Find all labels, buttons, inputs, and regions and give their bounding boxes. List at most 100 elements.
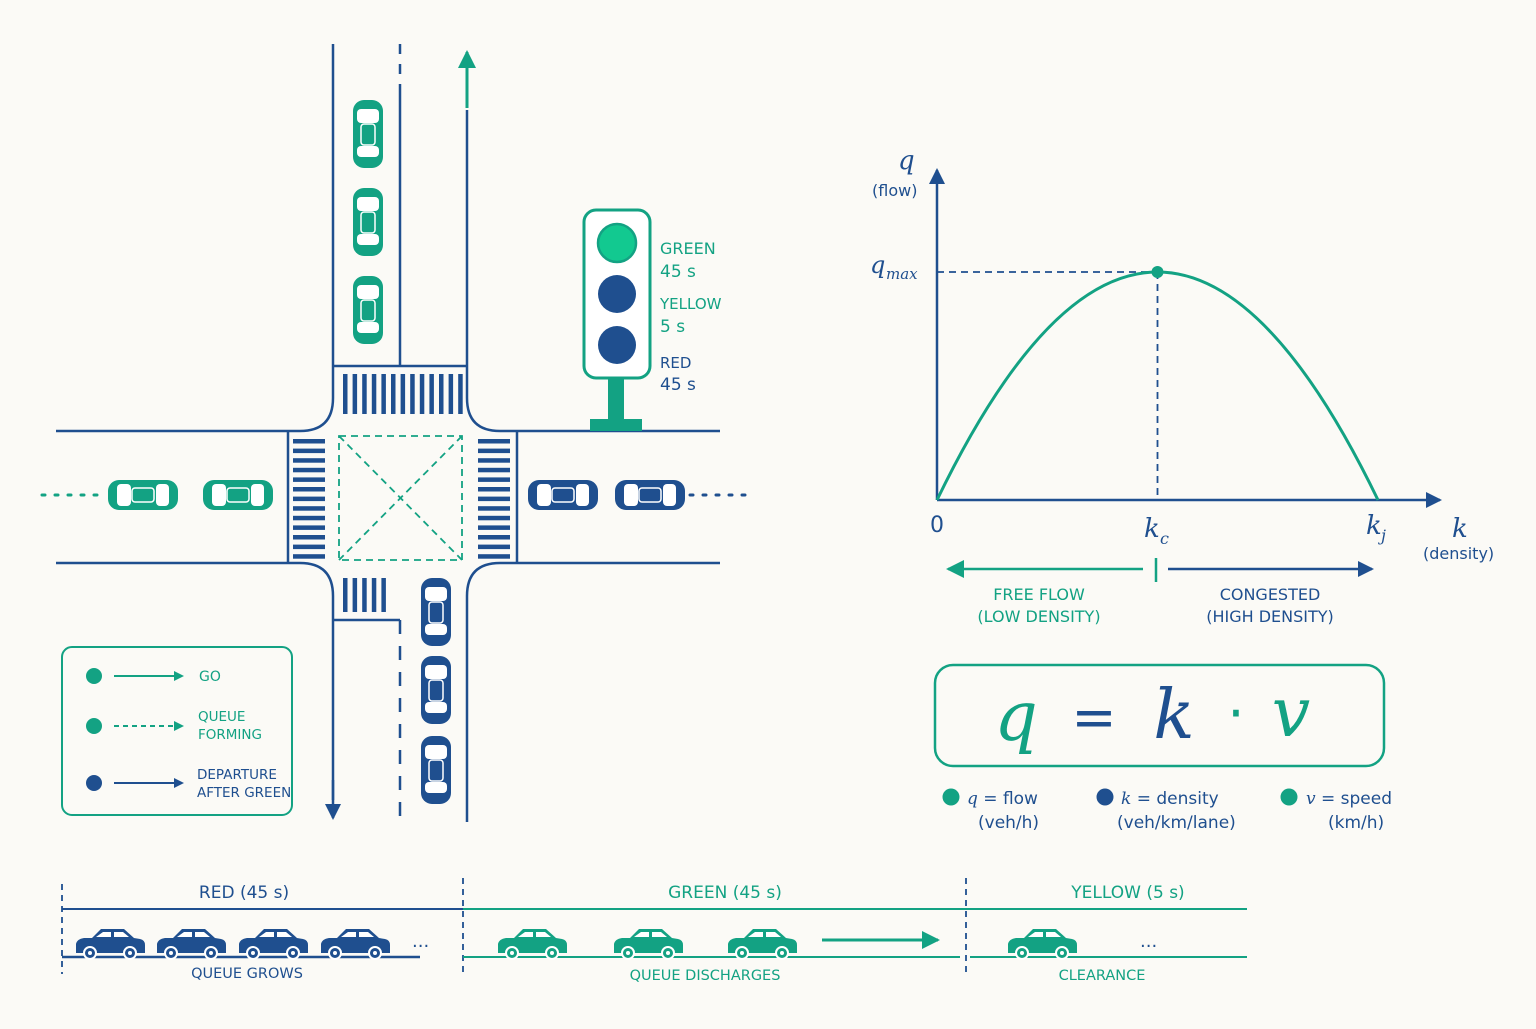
green-phase-caption: QUEUE DISCHARGES (630, 968, 781, 984)
density-dot (1096, 788, 1114, 806)
go-dot (86, 668, 102, 684)
free-flow-sublabel: (LOW DENSITY) (977, 607, 1100, 626)
crosswalk-stripe (478, 515, 510, 521)
speed-dot (1280, 788, 1298, 806)
crosswalk-stripe (343, 578, 348, 612)
road-edges (56, 44, 720, 822)
formula-q: q (994, 678, 1038, 757)
legend-queue-line2: FORMING (198, 727, 262, 743)
flow-definition: q = flow (967, 789, 1038, 809)
crosswalk-stripe (478, 496, 510, 502)
legend-go-label: GO (199, 669, 221, 685)
crosswalk-stripe (293, 467, 325, 473)
crosswalk-stripe (362, 374, 367, 414)
free-flow-label: FREE FLOW (993, 585, 1085, 604)
crosswalk-stripe (293, 506, 325, 511)
crosswalk-stripe (478, 439, 510, 444)
northbound-queue (352, 99, 384, 345)
formula-k: k (1153, 676, 1194, 755)
crosswalk-stripe (352, 374, 358, 414)
y-axis-label: (flow) (872, 181, 917, 200)
crosswalk-stripe (478, 448, 510, 454)
red-phase-time: 45 s (660, 375, 696, 395)
signal-timeline: RED (45 s) GREEN (45 s) YELLOW (5 s) ...… (61, 878, 1247, 984)
yellow-phase-label: YELLOW (659, 295, 722, 313)
green-phase-label: GREEN (660, 239, 716, 258)
crosswalk-stripe (293, 525, 325, 530)
kc-symbol: k (1144, 514, 1160, 544)
congested-sublabel: (HIGH DENSITY) (1206, 607, 1334, 626)
crosswalk-stripe (293, 554, 325, 559)
crosswalk-stripe (371, 578, 377, 612)
yellow-phase-cars (1007, 928, 1078, 960)
crosswalk-stripe (478, 487, 510, 492)
crosswalk-stripe (293, 544, 325, 550)
crosswalks (293, 374, 510, 612)
flow-density-chart: q (flow) k (density) q max 0 k c k j FRE… (870, 146, 1494, 626)
traffic-signal: GREEN 45 s YELLOW 5 s RED 45 s (582, 208, 722, 431)
crosswalk-stripe (400, 374, 406, 414)
legend-queue-line1: QUEUE (198, 709, 245, 725)
yellow-phase-time: 5 s (660, 317, 685, 337)
queue-dot (86, 718, 102, 734)
crosswalk-stripe (478, 467, 510, 473)
red-phase-ellipsis: ... (412, 931, 429, 952)
density-unit: (veh/km/lane) (1117, 813, 1236, 833)
formula-box: q = k · v (933, 663, 1386, 768)
formula-definitions: q = flow (veh/h) k = density (veh/km/lan… (942, 788, 1392, 833)
red-lamp (598, 326, 636, 364)
crosswalk-stripe (391, 374, 396, 414)
speed-definition: v = speed (1306, 789, 1392, 809)
yellow-phase-ellipsis: ... (1140, 931, 1157, 952)
formula-v: v (1272, 674, 1310, 753)
crosswalk-stripe (293, 487, 325, 492)
red-phase-caption: QUEUE GROWS (191, 966, 303, 982)
red-phase-label: RED (660, 354, 691, 372)
red-phase-queue-cars (75, 928, 391, 960)
congested-label: CONGESTED (1220, 585, 1321, 604)
y-axis-symbol: q (898, 146, 915, 176)
eastbound-queue (40, 479, 274, 511)
crosswalk-stripe (371, 374, 377, 414)
crosswalk-stripe (293, 439, 325, 444)
legend-departure-line1: DEPARTURE (197, 767, 277, 783)
crosswalk-stripe (478, 535, 510, 540)
legend-box: GO QUEUE FORMING DEPARTURE AFTER GREEN (61, 646, 293, 816)
speed-unit: (km/h) (1328, 813, 1384, 833)
red-phase-title: RED (45 s) (199, 883, 289, 903)
crosswalk-stripe (478, 458, 510, 463)
flow-unit: (veh/h) (978, 813, 1039, 833)
qmax-symbol: q (870, 251, 885, 279)
green-phase-title: GREEN (45 s) (668, 883, 782, 903)
crosswalk-stripe (293, 535, 325, 540)
crosswalk-stripe (419, 374, 425, 414)
yellow-phase-caption: CLEARANCE (1059, 968, 1146, 984)
crosswalk-stripe (293, 515, 325, 521)
formula-equals: = (1071, 686, 1116, 749)
flow-dot (942, 788, 960, 806)
conflict-zone (338, 435, 463, 561)
crosswalk-stripe (439, 374, 444, 414)
departure-dot (86, 775, 102, 791)
crosswalk-stripe (293, 477, 325, 482)
signal-pole (608, 377, 624, 421)
crosswalk-stripe (381, 374, 386, 414)
crosswalk-stripe (352, 578, 358, 612)
x-axis-label: (density) (1423, 544, 1494, 563)
crosswalk-stripe (478, 525, 510, 530)
crosswalk-stripe (381, 578, 386, 612)
crosswalk-stripe (293, 448, 325, 454)
yellow-phase-title: YELLOW (5 s) (1070, 883, 1184, 903)
green-phase-time: 45 s (660, 262, 696, 282)
kc-subscript: c (1160, 529, 1169, 548)
crosswalk-stripe (429, 374, 434, 414)
crosswalk-stripe (448, 374, 454, 414)
crosswalk-stripe (458, 374, 463, 414)
green-lamp (596, 222, 638, 264)
green-phase-cars (497, 928, 798, 960)
yellow-lamp (598, 275, 636, 313)
crosswalk-stripe (293, 458, 325, 463)
kj-symbol: k (1366, 511, 1382, 541)
